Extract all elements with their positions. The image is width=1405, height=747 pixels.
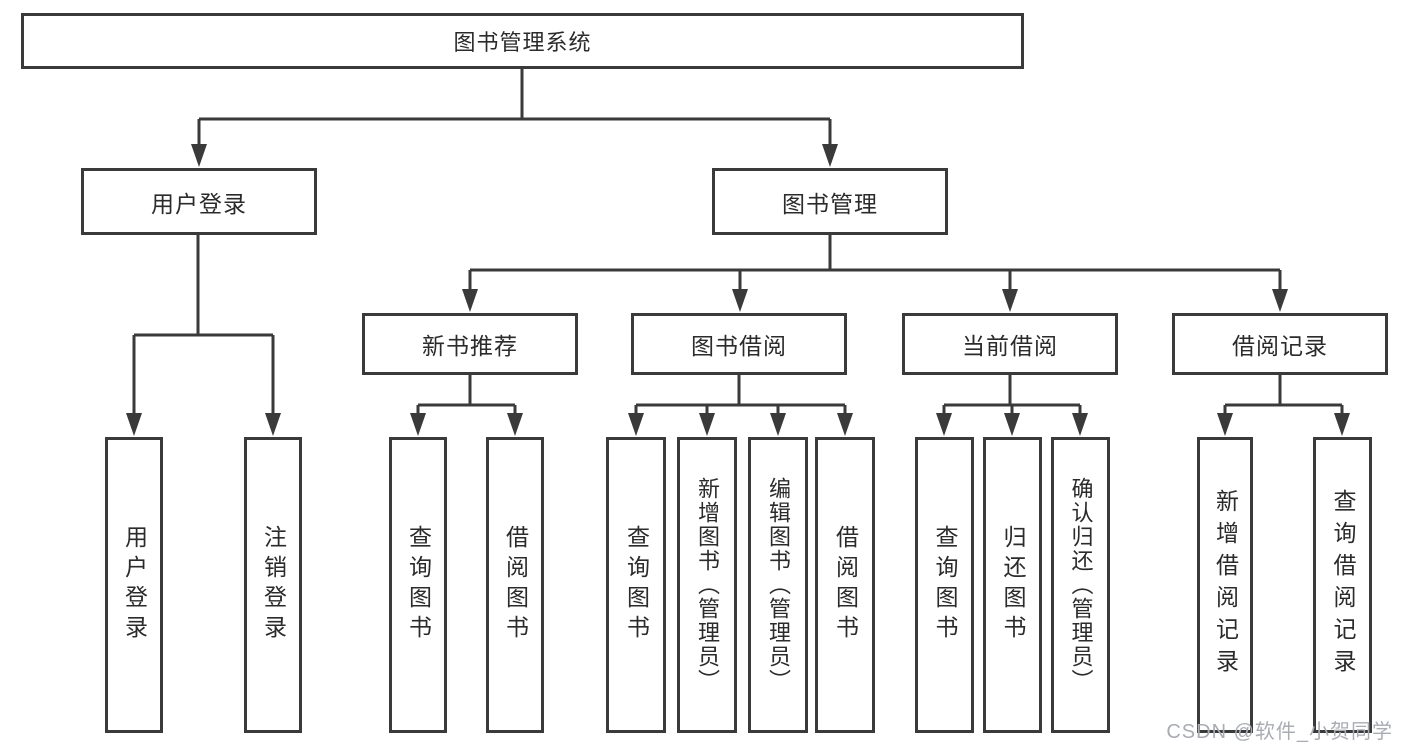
arrow-down-icon — [1272, 289, 1288, 312]
leaf-add-borrow-record: 新增借阅记录 — [1197, 437, 1253, 733]
node-new-book-recommendation: 新书推荐 — [362, 313, 578, 375]
leaf-borrow-books: 借阅图书 — [486, 437, 544, 733]
leaf-label: 新增借阅记录 — [1212, 489, 1239, 681]
arrowheads — [126, 144, 1350, 436]
node-book-management: 图书管理 — [712, 168, 948, 235]
connector-root-to-level2 — [197, 67, 832, 150]
arrow-down-icon — [1002, 289, 1018, 312]
leaf-borrow-books: 借阅图书 — [815, 437, 875, 733]
leaf-add-books-admin: 新增图书（管理员） — [677, 437, 737, 733]
arrow-down-icon — [265, 413, 281, 436]
leaf-edit-books-admin: 编辑图书（管理员） — [748, 437, 808, 733]
node-borrowing-records: 借阅记录 — [1172, 313, 1388, 375]
arrow-down-icon — [699, 413, 715, 436]
leaf-label: 查询图书 — [932, 525, 958, 645]
leaf-label: 用户登录 — [121, 525, 148, 645]
leaf-query-borrow-record: 查询借阅记录 — [1313, 437, 1372, 733]
connector-user-login-to-leaves — [132, 235, 275, 418]
arrow-down-icon — [837, 413, 853, 436]
leaf-query-books: 查询图书 — [606, 437, 666, 733]
leaf-label: 查询借阅记录 — [1330, 489, 1356, 681]
leaf-label: 注销登录 — [260, 525, 287, 645]
leaf-label: 新增图书（管理员） — [695, 477, 720, 693]
arrow-down-icon — [770, 413, 786, 436]
leaf-label: 查询图书 — [623, 525, 650, 645]
leaf-return-books: 归还图书 — [983, 437, 1042, 733]
connector-borrow-records-to-leaves — [1223, 375, 1344, 418]
connector-new-book-to-leaves — [416, 375, 517, 418]
arrow-down-icon — [462, 289, 478, 312]
leaf-user-login: 用户登录 — [105, 437, 163, 733]
leaf-label: 查询图书 — [405, 525, 432, 645]
arrow-down-icon — [1334, 413, 1350, 436]
arrow-down-icon — [191, 144, 207, 167]
arrow-down-icon — [1004, 413, 1020, 436]
arrow-down-icon — [822, 144, 838, 167]
leaf-label: 确认归还（管理员） — [1068, 477, 1094, 693]
arrow-down-icon — [410, 413, 426, 436]
arrow-down-icon — [126, 413, 142, 436]
leaf-label: 借阅图书 — [502, 525, 529, 645]
leaf-query-books: 查询图书 — [389, 437, 447, 733]
arrow-down-icon — [1217, 413, 1233, 436]
node-user-login: 用户登录 — [81, 168, 317, 235]
connector-book-borrow-to-leaves — [634, 375, 847, 418]
csdn-watermark: CSDN @软件_小贺同学 — [1166, 721, 1393, 743]
node-library-management-system: 图书管理系统 — [21, 13, 1024, 69]
arrow-down-icon — [507, 413, 523, 436]
connector-book-management-to-level3 — [468, 235, 1282, 294]
arrow-down-icon — [628, 413, 644, 436]
arrow-down-icon — [936, 413, 952, 436]
arrow-down-icon — [732, 289, 748, 312]
connector-current-borrow-to-leaves — [942, 375, 1082, 418]
leaf-query-books: 查询图书 — [915, 437, 974, 733]
leaf-label: 编辑图书（管理员） — [766, 477, 791, 693]
leaf-label: 借阅图书 — [832, 525, 859, 645]
node-current-borrowing: 当前借阅 — [902, 313, 1118, 375]
node-book-borrowing: 图书借阅 — [631, 313, 847, 375]
arrow-down-icon — [1072, 413, 1088, 436]
leaf-confirm-return-admin: 确认归还（管理员） — [1051, 437, 1110, 733]
leaf-logout: 注销登录 — [244, 437, 302, 733]
leaf-label: 归还图书 — [1000, 525, 1026, 645]
